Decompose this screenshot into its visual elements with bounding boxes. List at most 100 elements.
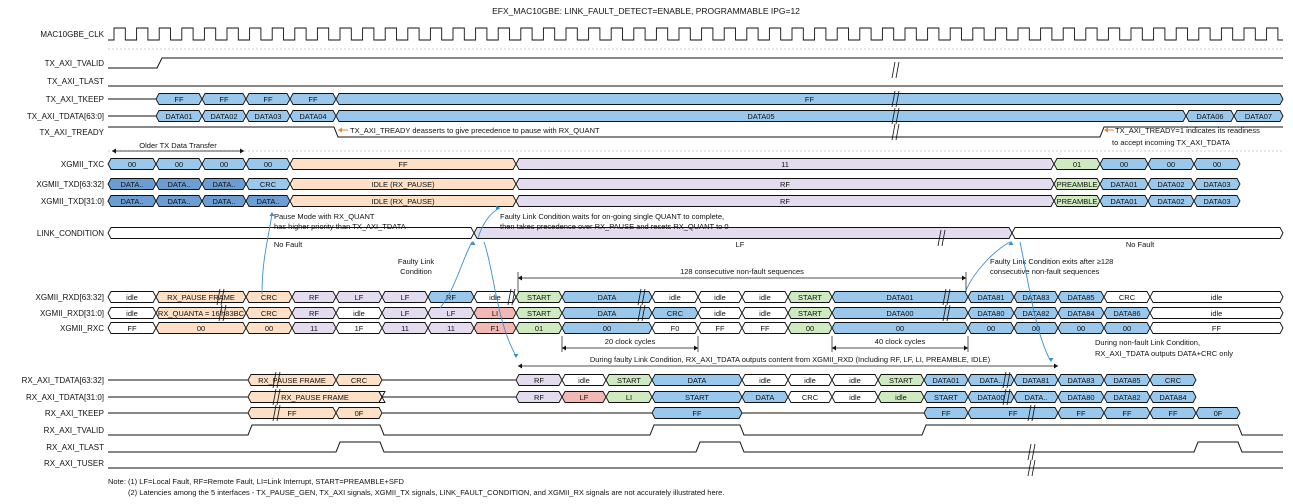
rx-tdata-hi-segment [1149,374,1197,386]
time-break-mark [891,123,900,141]
time-break-mark [272,388,281,406]
tx-tkeep-label: FF [805,95,815,104]
time-break-mark [942,304,951,322]
xgmii-rxc-label: 00 [1077,324,1085,333]
annotation-seq128: 128 consecutive non-fault sequences [680,267,804,276]
xgmii-rxc-label: FF [715,324,725,333]
rx-tdata-lo-label: CRC [802,393,819,402]
time-break-mark [942,288,951,306]
xgmii-rxc-label: 00 [896,324,904,333]
clock-waveform [108,27,1283,41]
time-break-mark [216,288,225,306]
span-128-sequences-head-left [518,275,522,281]
rx-tdata-lo-label: START [685,393,709,402]
rx-tdata-hi-label: CRC [351,376,368,385]
xgmii-rxd-lo-label: idle [126,309,138,318]
xgmii-rxd-hi-label: CRC [1119,293,1136,302]
xgmii-txc-label: 01 [1073,160,1081,169]
annotation-faulty-wait: Faulty Link Condition waits for on-going… [500,212,724,221]
signal-label: TX_AXI_TKEEP [46,95,104,104]
time-break-mark [891,90,900,108]
time-break-mark [1027,404,1036,422]
time-break-mark [637,288,646,306]
annotation-cyc40: 40 clock cycles [875,337,926,346]
xgmii-txc-label: FF [398,160,408,169]
xgmii-txd-lo-label: PREAMBLE [1057,197,1098,206]
annotation-faulty-link: Condition [400,267,432,276]
signal-label: RX_AXI_TUSER [44,459,104,468]
rx-tdata-hi-label: idle [578,376,590,385]
xgmii-rxd-lo-segment [1149,307,1284,319]
xgmii-rxd-lo-label: DATA [598,309,617,318]
tx-tdata-segment [1233,110,1284,122]
rx-tdata-hi-label: START [889,376,913,385]
tx-tdata-label: DATA01 [165,112,192,121]
span-40-cycles-head-left [832,345,836,351]
annotation-exit: Faulty Link Condition exits after ≥128 [990,257,1113,266]
xgmii-txc-label: 00 [220,160,228,169]
signal-label: TX_AXI_TLAST [47,77,104,86]
tx-tvalid-wave [108,57,1283,69]
xgmii-txd-hi-label: DATA.. [212,180,235,189]
xgmii-txd-hi-label: IDLE (RX_PAUSE) [371,180,435,189]
xgmii-rxd-lo-label: idle [353,309,365,318]
rx-tkeep-label: FF [1122,409,1132,418]
signal-label: TX_AXI_TREADY [40,128,105,137]
span-faulty-rx-head-right [1054,363,1058,369]
rx-tdata-lo-label: DATA00 [977,393,1004,402]
older-tx-span-head-right [240,148,244,154]
faulty-wait-arrow-head [496,205,500,211]
xgmii-rxd-hi-segment [1149,291,1284,303]
tx-tkeep-label: FF [219,95,229,104]
xgmii-txc-label: 00 [1167,160,1175,169]
rx-tdata-lo-label: DATA80 [1067,393,1094,402]
rx-tdata-hi-label: START [617,376,641,385]
rx-tdata-lo-label: idle [895,393,907,402]
xgmii-txc-label: 00 [128,160,136,169]
xgmii-rxd-hi-label: idle [759,293,771,302]
signal-label: MAC10GBE_CLK [40,30,104,39]
rx-tdata-lo-label: START [934,393,958,402]
signal-label: XGMII_RXC [60,324,104,333]
link-condition-label: LF [736,240,745,249]
exit-arrow [965,241,1011,291]
annotation-tready-ready: to accept incoming TX_AXI_TDATA [1112,138,1230,147]
span-faulty-rx-head-left [518,363,522,369]
time-break-mark [272,371,281,389]
rx-tkeep-label: FF [287,409,297,418]
tx-tkeep-segment [335,93,1284,105]
rx-tdata-lo-label: DATA84 [1159,393,1186,402]
xgmii-txd-lo-label: DATA02 [1157,197,1184,206]
xgmii-rxd-hi-label: idle [714,293,726,302]
xgmii-rxd-lo-label: LF [447,309,456,318]
xgmii-rxd-lo-label: DATA86 [1113,309,1140,318]
tx-tdata-label: DATA03 [254,112,281,121]
annotation-exit: consecutive non-fault sequences [990,267,1099,276]
xgmii-txd-lo-label: DATA.. [212,197,235,206]
pause-mode-arrow [261,213,273,295]
tx-tdata-label: DATA05 [747,112,774,121]
xgmii-rxc-label: 11 [310,324,318,333]
signal-label: XGMII_RXD[63:32] [36,293,104,302]
tx-tready-wave [108,126,1283,138]
time-break-mark [637,304,646,322]
xgmii-txd-hi-label: PREAMBLE [1057,180,1098,189]
link-condition-label: No Fault [274,240,303,249]
xgmii-rxd-hi-label: RF [309,293,319,302]
signal-label: XGMII_TXD[31:0] [41,197,104,206]
time-break-mark [937,229,946,247]
xgmii-txd-hi-label: RF [780,180,790,189]
xgmii-txc-label: 00 [1120,160,1128,169]
rx-tdata-lo-label: DATA [756,393,775,402]
diagram-title: EFX_MAC10GBE: LINK_FAULT_DETECT=ENABLE, … [492,6,800,16]
rx-tvalid-wave [108,424,1283,436]
xgmii-rxd-hi-label: RF [446,293,456,302]
xgmii-txd-hi-label: CRC [260,180,277,189]
xgmii-rxc-label: FF [760,324,770,333]
signal-label: XGMII_TXC [61,160,104,169]
annotation-pause-mode: Pause Mode with RX_QUANT [274,212,375,221]
rx-tdata-hi-label: DATA01 [932,376,959,385]
xgmii-txd-lo-label: DATA.. [256,197,279,206]
tx-tdata-label: DATA07 [1245,112,1272,121]
xgmii-txd-hi-label: DATA.. [167,180,190,189]
